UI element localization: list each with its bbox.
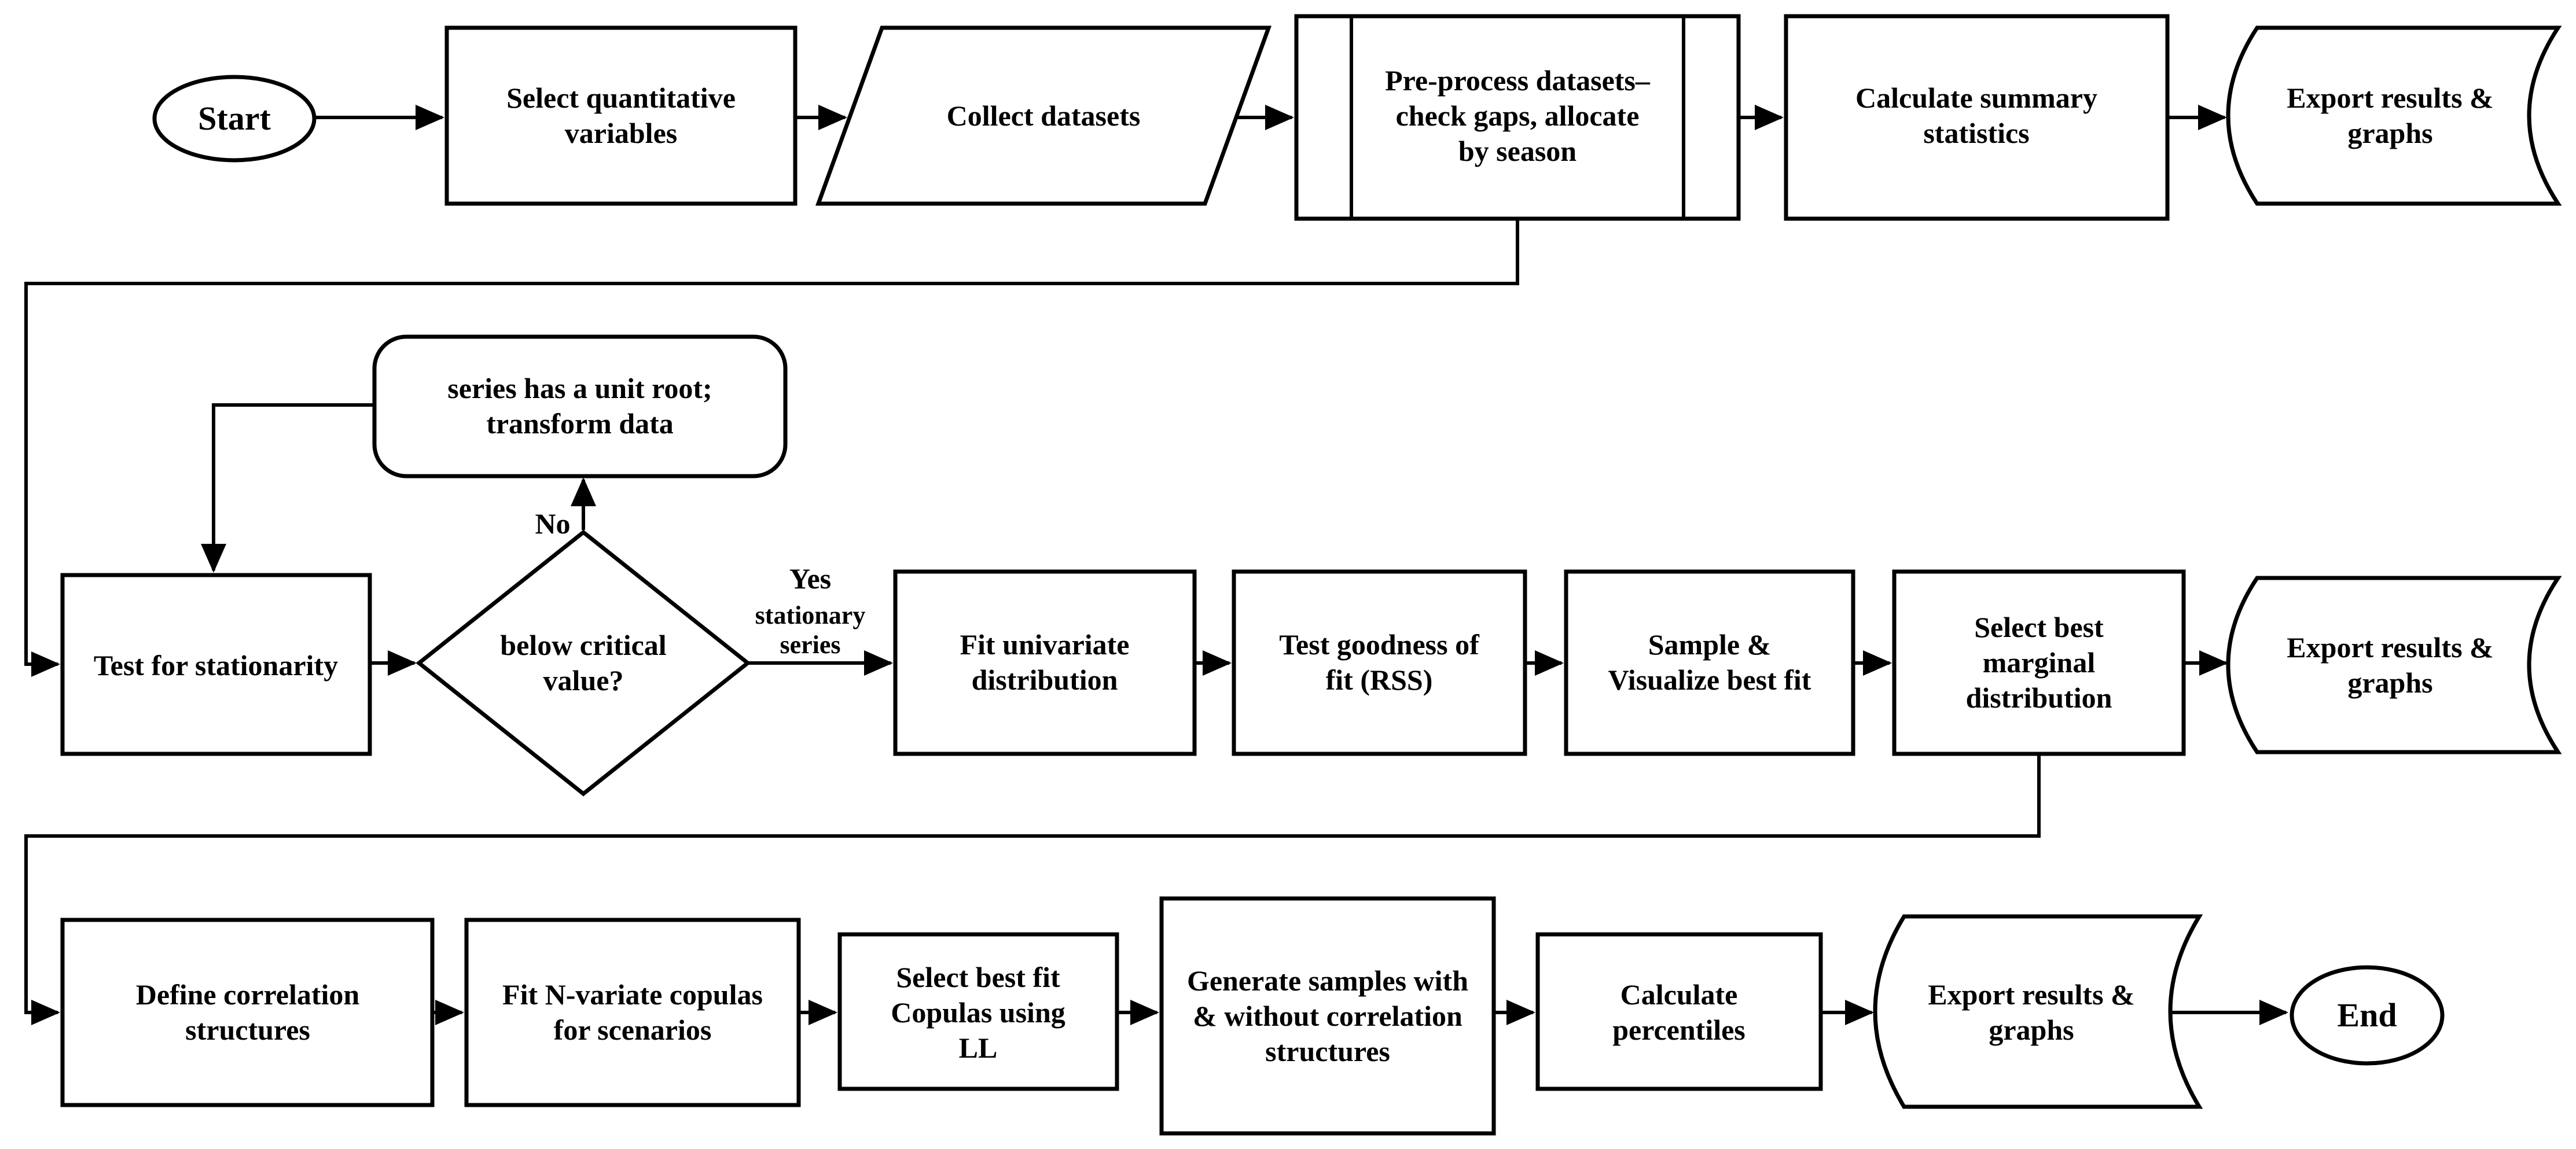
below-critical-label: below critical value? [500, 629, 667, 697]
fit-univariate-shape [893, 569, 1197, 756]
end-label: End [2337, 996, 2397, 1034]
edge-preprocess-down-to-test [24, 219, 1519, 677]
export-row3-label: Export results & graphs [1928, 978, 2135, 1046]
summary-stats-label: Calculate summary statistics [1855, 82, 2097, 149]
define-correlation-shape [60, 918, 435, 1107]
export-row1-stored-data-shape [2226, 25, 2562, 206]
define-correlation-label: Define correlation structures [135, 978, 360, 1046]
calc-percentiles-shape [1535, 932, 1823, 1091]
export-row2-stored-data-shape [2226, 576, 2562, 754]
fit-univariate-label: Fit univariate distribution [960, 628, 1130, 696]
sample-visualize-label: Sample & Visualize best fit [1608, 628, 1811, 696]
fit-nvariate-shape [464, 918, 801, 1107]
generate-samples-shape [1159, 896, 1496, 1136]
edge-marginal-down-to-define [24, 754, 2041, 1025]
select-copulas-label: Select best fit Copulas using LL [891, 960, 1065, 1064]
edge-unitroot-loop-to-test [201, 403, 374, 573]
fit-nvariate-label: Fit N-variate copulas for scenarios [502, 978, 763, 1046]
export-row2-label: Export results & graphs [2287, 631, 2494, 699]
summary-stats-shape [1784, 14, 2170, 221]
goodness-fit-label: Test goodness of fit (RSS) [1279, 628, 1479, 696]
calc-percentiles-label: Calculate percentiles [1612, 978, 1745, 1046]
end-terminator-shape [2290, 965, 2445, 1066]
sample-visualize-shape [1564, 569, 1855, 756]
collect-datasets-parallelogram-shape [815, 25, 1272, 206]
unit-root-label: series has a unit root; transform data [447, 372, 712, 440]
collect-datasets-label: Collect datasets [946, 99, 1141, 132]
select-marginal-label: Select best marginal distribution [1965, 610, 2112, 714]
edge-label-stationary-series: stationary series [755, 601, 866, 659]
select-variables-label: Select quantitative variables [506, 82, 736, 149]
export-row3-stored-data-shape [1873, 914, 2203, 1109]
preprocess-label: Pre-process datasets– check gaps, alloca… [1385, 64, 1650, 167]
generate-samples-label: Generate samples with & without correlat… [1186, 964, 1469, 1067]
test-stationarity-shape [60, 573, 372, 756]
below-critical-decision-shape [416, 529, 751, 797]
export-row1-label: Export results & graphs [2287, 82, 2494, 149]
select-copulas-shape [837, 932, 1119, 1091]
edge-label-yes: Yes [789, 562, 832, 595]
select-variables-shape [444, 25, 798, 206]
test-stationarity-label: Test for stationarity [93, 649, 339, 682]
edge-label-no: No [535, 507, 571, 540]
start-label: Start [198, 99, 271, 137]
goodness-fit-shape [1232, 569, 1527, 756]
